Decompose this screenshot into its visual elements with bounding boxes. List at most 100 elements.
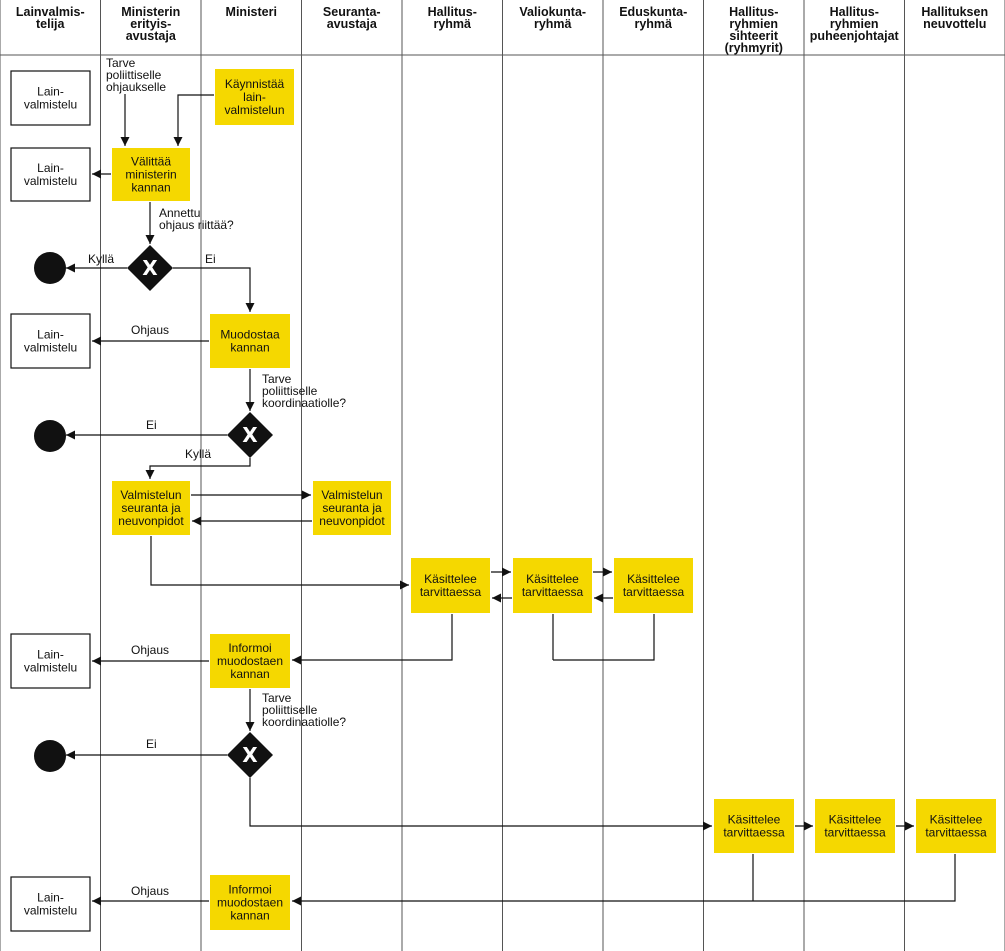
gateway-x-icon: X [242,423,258,447]
task-label-line: Valmistelun [120,488,181,502]
lane-header-line: Hallitus- [830,5,879,19]
task-label-line: Käsittelee [424,572,477,586]
task-label-line: tarvittaessa [420,585,482,599]
task-label-line: Lain- [37,328,64,342]
lane-header-line: Hallituksen [921,5,988,19]
edge-label-gw2-ei: Ei [146,418,157,432]
edge-label-line: Ohjaus [131,643,169,657]
edge-label-ohjaus-2: Ohjaus [131,643,169,657]
edge-label-line: Ohjaus [131,884,169,898]
lainvalmistelu-box [10,313,91,369]
edge-label-line: Ei [205,252,216,266]
task-label-line: seuranta ja [121,501,181,515]
edge-label-line: poliittiselle [106,68,162,82]
task-label-line: tarvittaessa [522,585,584,599]
gateway-gw3: X [227,732,273,778]
lainvalmistelu-box [10,876,91,932]
task-label-line: Valmistelun [321,488,382,502]
lane-header-line: avustaja [327,17,378,31]
task-box [210,634,290,688]
task-label-line: seuranta ja [322,501,382,515]
lane-header-line: Eduskunta- [619,5,687,19]
flow-connector [292,614,453,665]
task-box [916,799,996,853]
end-event-end1 [34,252,66,284]
edge-label-ohjaus-3: Ohjaus [131,884,169,898]
task-box [112,148,190,201]
lane-header-line: Hallitus- [729,5,778,19]
lane-header-line: Ministerin [121,5,180,19]
task-label-line: valmistelu [24,98,77,112]
task-label-line: valmistelun [224,103,284,117]
task-label-line: tarvittaessa [723,826,785,840]
edge-label-gw3-ei: Ei [146,737,157,751]
task-label-line: valmistelu [24,661,77,675]
end-event-end2 [34,420,66,452]
task-label-line: Lain- [37,891,64,905]
task-label-line: valmistelu [24,174,77,188]
flow-connector [292,854,956,906]
edge-label-line: poliittiselle [262,384,318,398]
lane-header-valiokuntaryhma: Valiokunta-ryhmä [519,5,586,31]
flow-connector [173,267,255,312]
task-box [714,799,794,853]
flow-connector [249,778,712,831]
lane-header-seuranta-avustaja: Seuranta-avustaja [323,5,381,31]
edge-label-line: Ei [146,737,157,751]
task-label-line: neuvonpidot [118,514,184,528]
task-lv5: Lain-valmistelu [10,876,91,932]
task-box [614,558,693,613]
task-label-line: Informoi [228,641,271,655]
lane-header-line: ryhmä [433,17,471,31]
task-box [112,481,190,535]
task-box [313,481,391,535]
lane-header-line: (ryhmyrit) [725,41,783,55]
lane-header-eduskuntaryhma: Eduskunta-ryhmä [619,5,687,31]
lane-header-line: Seuranta- [323,5,381,19]
edge-label-line: koordinaatiolle? [262,396,346,410]
lane-header-line: ryhmien [830,17,879,31]
lainvalmistelu-box [10,147,91,202]
edge-label-gw2-kylla: Kyllä [185,447,211,461]
task-label-line: valmistelu [24,341,77,355]
edge-label-line: Ohjaus [131,323,169,337]
task-label-line: Käsittelee [627,572,680,586]
task-label-line: Lain- [37,648,64,662]
gateway-x-icon: X [142,256,158,280]
lane-header-line: neuvottelu [923,17,986,31]
task-label-line: muodostaen [217,896,283,910]
task-label-line: Käsittelee [930,813,983,827]
task-label-line: Käynnistää [225,77,285,91]
lane-header-line: ryhmä [634,17,672,31]
task-label: Lain-valmistelu [24,648,77,675]
gateway-gw1: X [127,245,173,291]
lane-header-line: Valiokunta- [519,5,586,19]
task-label-line: Käsittelee [526,572,579,586]
gateway-diamond [227,412,273,458]
task-label-line: Muodostaa [220,328,280,342]
task-label-line: Käsittelee [829,813,882,827]
lane-header-line: ryhmä [534,17,572,31]
task-label-line: kannan [230,909,269,923]
